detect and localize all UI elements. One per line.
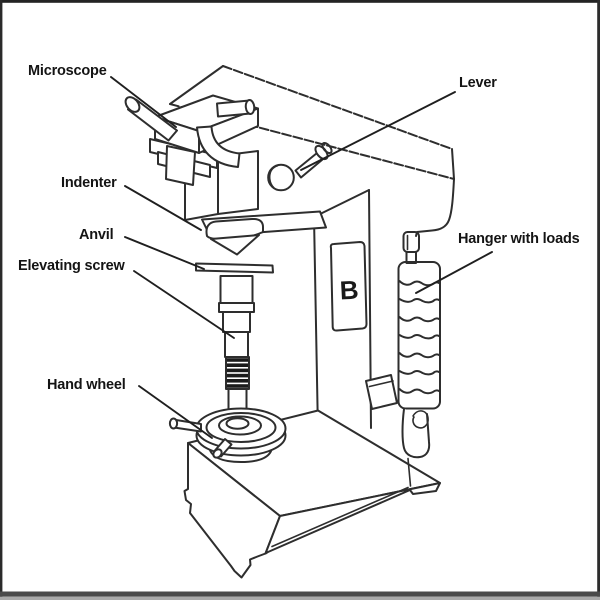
label-microscope: Microscope [28, 63, 107, 79]
leader-lines [110, 76, 493, 439]
hanger-hook-curl [412, 410, 429, 429]
objective-tube-cap [244, 99, 256, 115]
body-front-face: B [313, 189, 372, 434]
label-hanger-with-loads: Hanger with loads [458, 231, 580, 247]
wheel-dish [218, 415, 262, 436]
hardness-tester-drawing: B [124, 65, 455, 579]
wheel-front-peg-cap [212, 448, 223, 459]
lever-ball-contour-2 [268, 165, 279, 178]
hanger-assembly [365, 231, 441, 487]
base-edge-inner-line [271, 486, 409, 548]
weight-stack [397, 261, 441, 410]
slab-top-edge [222, 65, 453, 150]
base-front-right-face [264, 482, 441, 555]
hanger-rod [407, 457, 412, 487]
indenter-assembly [201, 210, 327, 256]
hand-wheel-leader-line [138, 385, 213, 439]
anvil-leader-line [124, 236, 205, 270]
scale-panel [329, 241, 368, 332]
neck-column-front-face [217, 150, 259, 215]
slab-right-edge [451, 148, 455, 180]
release-bracket-line [368, 380, 394, 388]
hanger-clevis [401, 408, 431, 459]
elevating-screw-leader-line [133, 270, 235, 339]
border-top [0, 0, 600, 3]
hanger-leader-line [415, 251, 493, 294]
indenter-leader-line [124, 185, 202, 231]
bellows-bands [226, 358, 249, 388]
weight-dividers [398, 280, 440, 395]
lever-ball [267, 163, 295, 192]
wheel-hub [225, 417, 250, 430]
border-right [597, 0, 600, 600]
panel-letter: B [339, 275, 359, 306]
label-indenter: Indenter [61, 175, 117, 191]
anvil-plate [195, 262, 274, 274]
label-elevating-screw: Elevating screw [18, 258, 126, 274]
slab-left-edge [169, 65, 224, 105]
wheel-handle-cap [168, 417, 179, 430]
body-right-outline [415, 178, 455, 237]
eyepiece-cap [124, 96, 141, 113]
label-hand-wheel: Hand wheel [47, 377, 126, 393]
body-front-top-edge [313, 189, 370, 218]
release-bracket [365, 374, 398, 410]
body-front-left-edge [313, 216, 319, 434]
base-block [183, 409, 441, 579]
microscope-leader-line [110, 76, 177, 128]
label-anvil: Anvil [79, 227, 113, 243]
bottom-bar [0, 591, 600, 597]
microscope-assembly [124, 94, 259, 186]
indenter-cone [210, 234, 260, 256]
hand-wheel-assembly [168, 407, 287, 463]
base-front-left-face [183, 442, 281, 579]
border-left [0, 0, 3, 600]
labels: Microscope Lever Indenter Anvil Elevatin… [18, 63, 580, 393]
curved-bracket [196, 125, 241, 168]
wheel-inner-ring [205, 412, 277, 443]
bottom-bar-light [0, 596, 600, 600]
lever-leader-line [300, 91, 456, 171]
label-lever: Lever [459, 75, 497, 91]
lever-collar-ring [321, 141, 333, 155]
bracket-mount [165, 145, 196, 186]
